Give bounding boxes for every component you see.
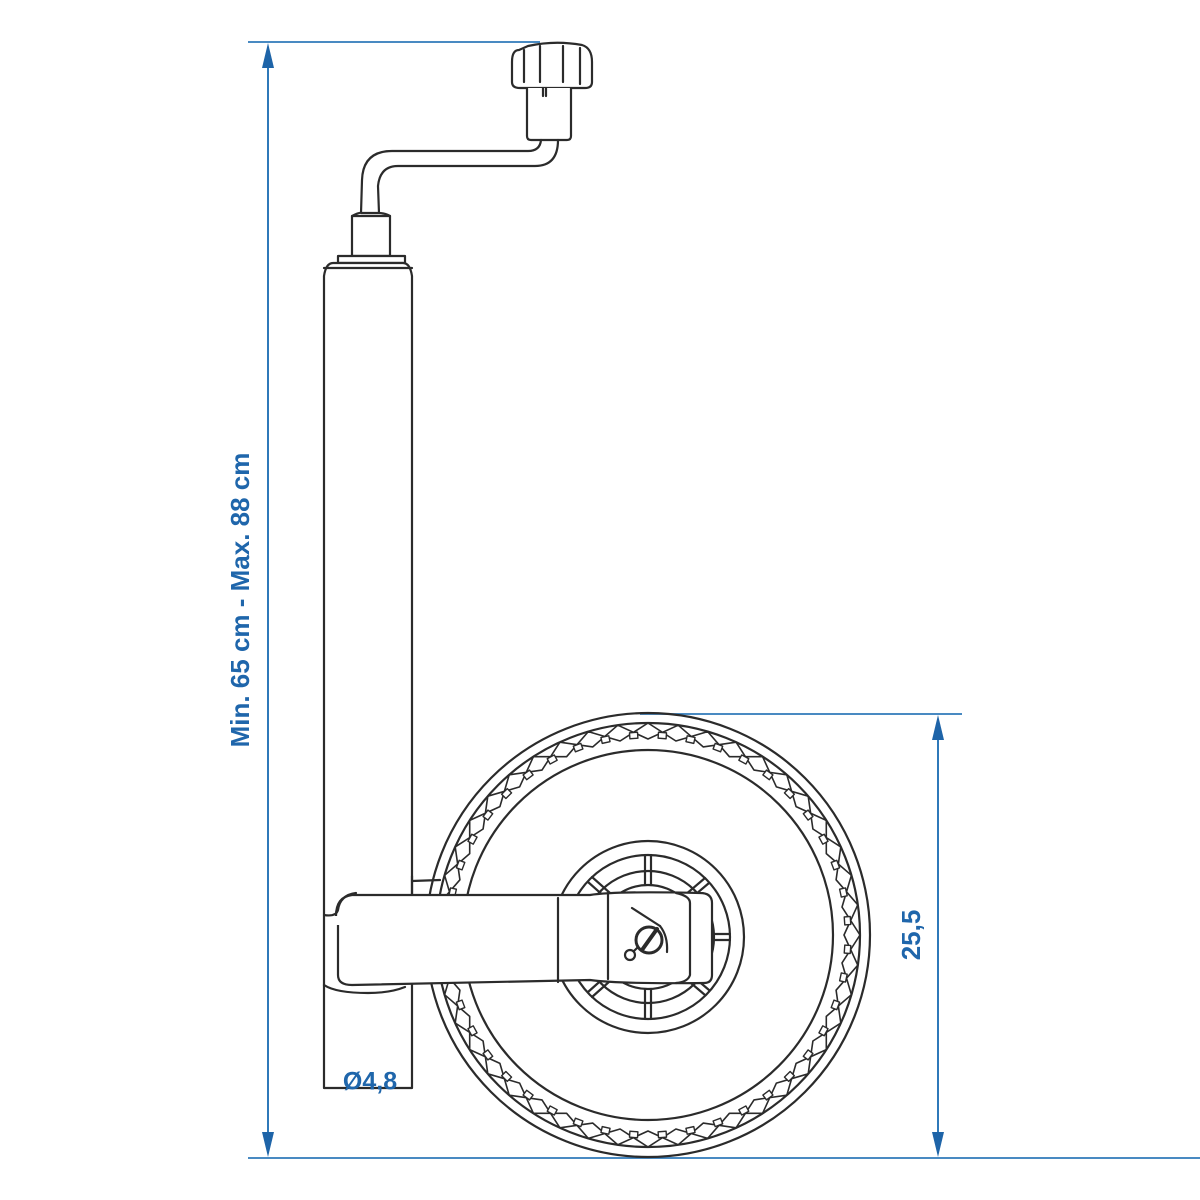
wheel-diameter-label: 25,5 [896,909,926,961]
support-tube [322,254,414,1090]
crank-handle [350,41,594,258]
wheel [424,711,872,1159]
arrow-down-icon [932,1132,944,1157]
arrow-up-icon [262,43,274,68]
locking-pin-icon [623,906,669,962]
arrow-up-icon [932,715,944,740]
crank-knob [510,41,594,90]
height-dimension [248,41,1200,1159]
fork-bracket [322,874,714,995]
tube-diameter-label: Ø4,8 [342,1067,398,1096]
wheel-diameter-dimension [640,713,962,1157]
arrow-down-icon [262,1132,274,1157]
overall-height-label: Min. 65 cm - Max. 88 cm [225,452,255,748]
